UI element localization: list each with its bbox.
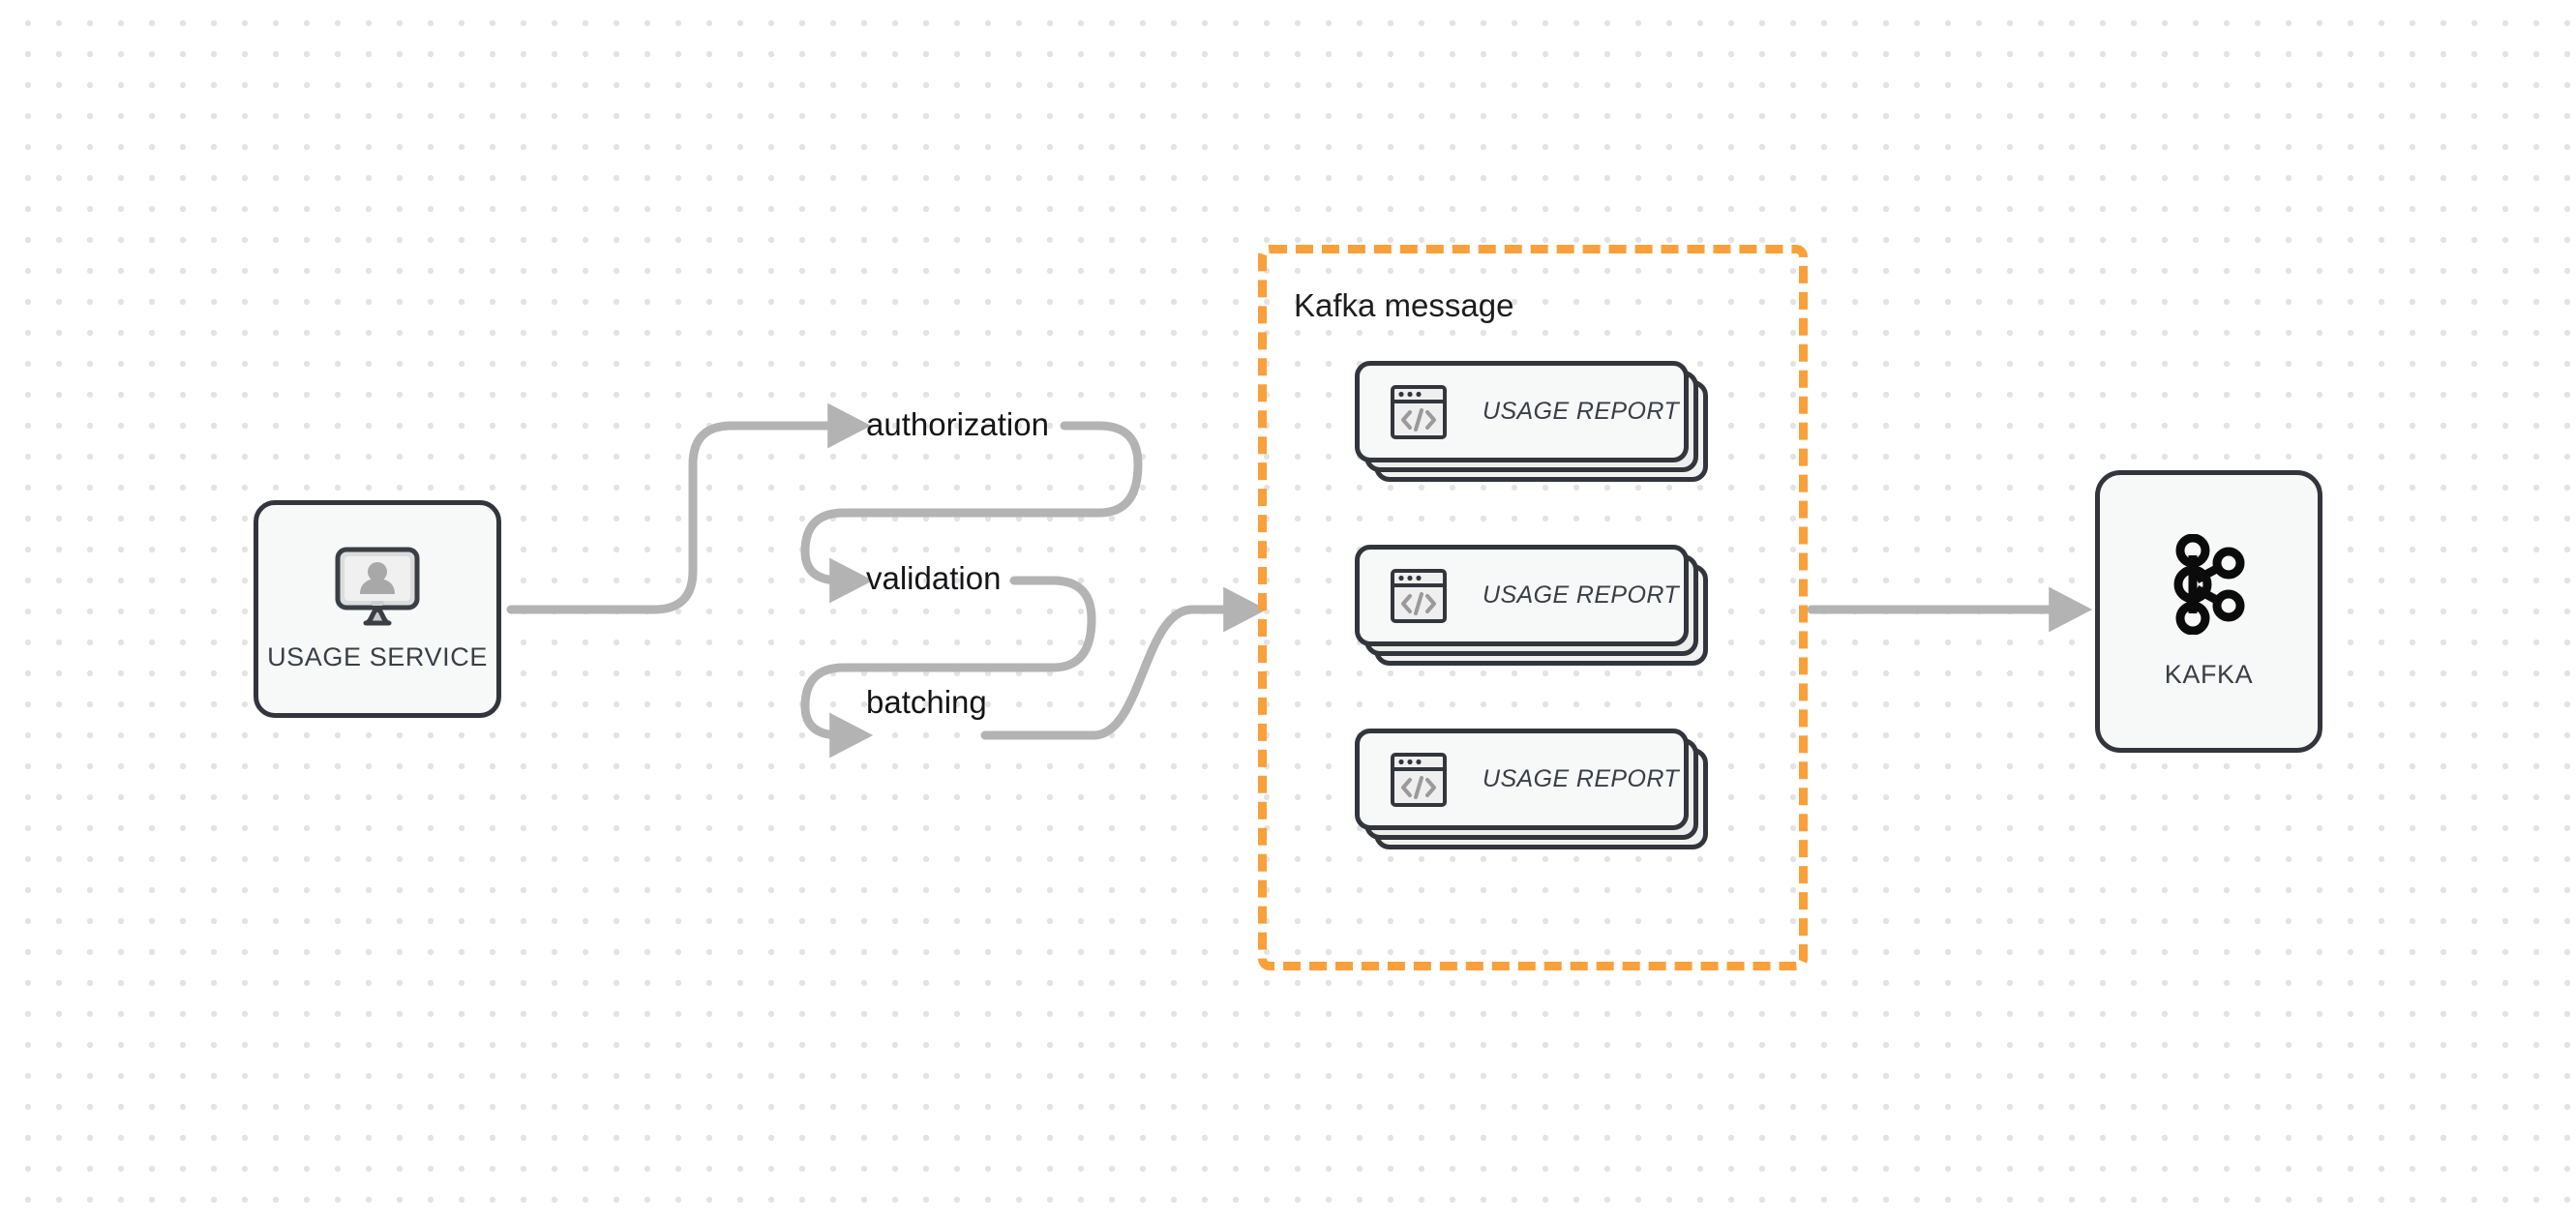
card-usage-report-label: USAGE REPORT [1483,581,1679,609]
code-window-icon [1390,752,1448,808]
code-window-icon [1390,568,1448,624]
card-usage-report[interactable]: USAGE REPORT [1355,361,1708,482]
step-label-authorization: authorization [866,406,1049,442]
card-usage-report[interactable]: USAGE REPORT [1355,729,1708,849]
card-face: USAGE REPORT [1355,361,1689,462]
node-kafka-label: KAFKA [2164,659,2254,689]
node-kafka[interactable]: KAFKA [2095,470,2322,753]
connector-batching-to-group [980,586,1268,740]
step-label-batching: batching [866,684,987,720]
node-usage-service[interactable]: USAGE SERVICE [254,500,501,718]
card-usage-report-label: USAGE REPORT [1483,398,1679,425]
node-usage-service-label: USAGE SERVICE [267,642,488,671]
desktop-user-icon [331,546,424,629]
connector-authorization-loop [800,421,1143,604]
card-usage-report[interactable]: USAGE REPORT [1355,545,1708,666]
step-label-validation: validation [866,560,1002,596]
card-face: USAGE REPORT [1355,729,1689,830]
card-face: USAGE REPORT [1355,545,1689,646]
group-kafka-message [1258,245,1808,970]
code-window-icon [1390,384,1448,440]
connector-usage-service-to-authorization [506,402,872,614]
card-usage-report-label: USAGE REPORT [1483,765,1679,792]
group-kafka-message-title: Kafka message [1294,287,1514,323]
kafka-logo-icon [2168,533,2251,635]
